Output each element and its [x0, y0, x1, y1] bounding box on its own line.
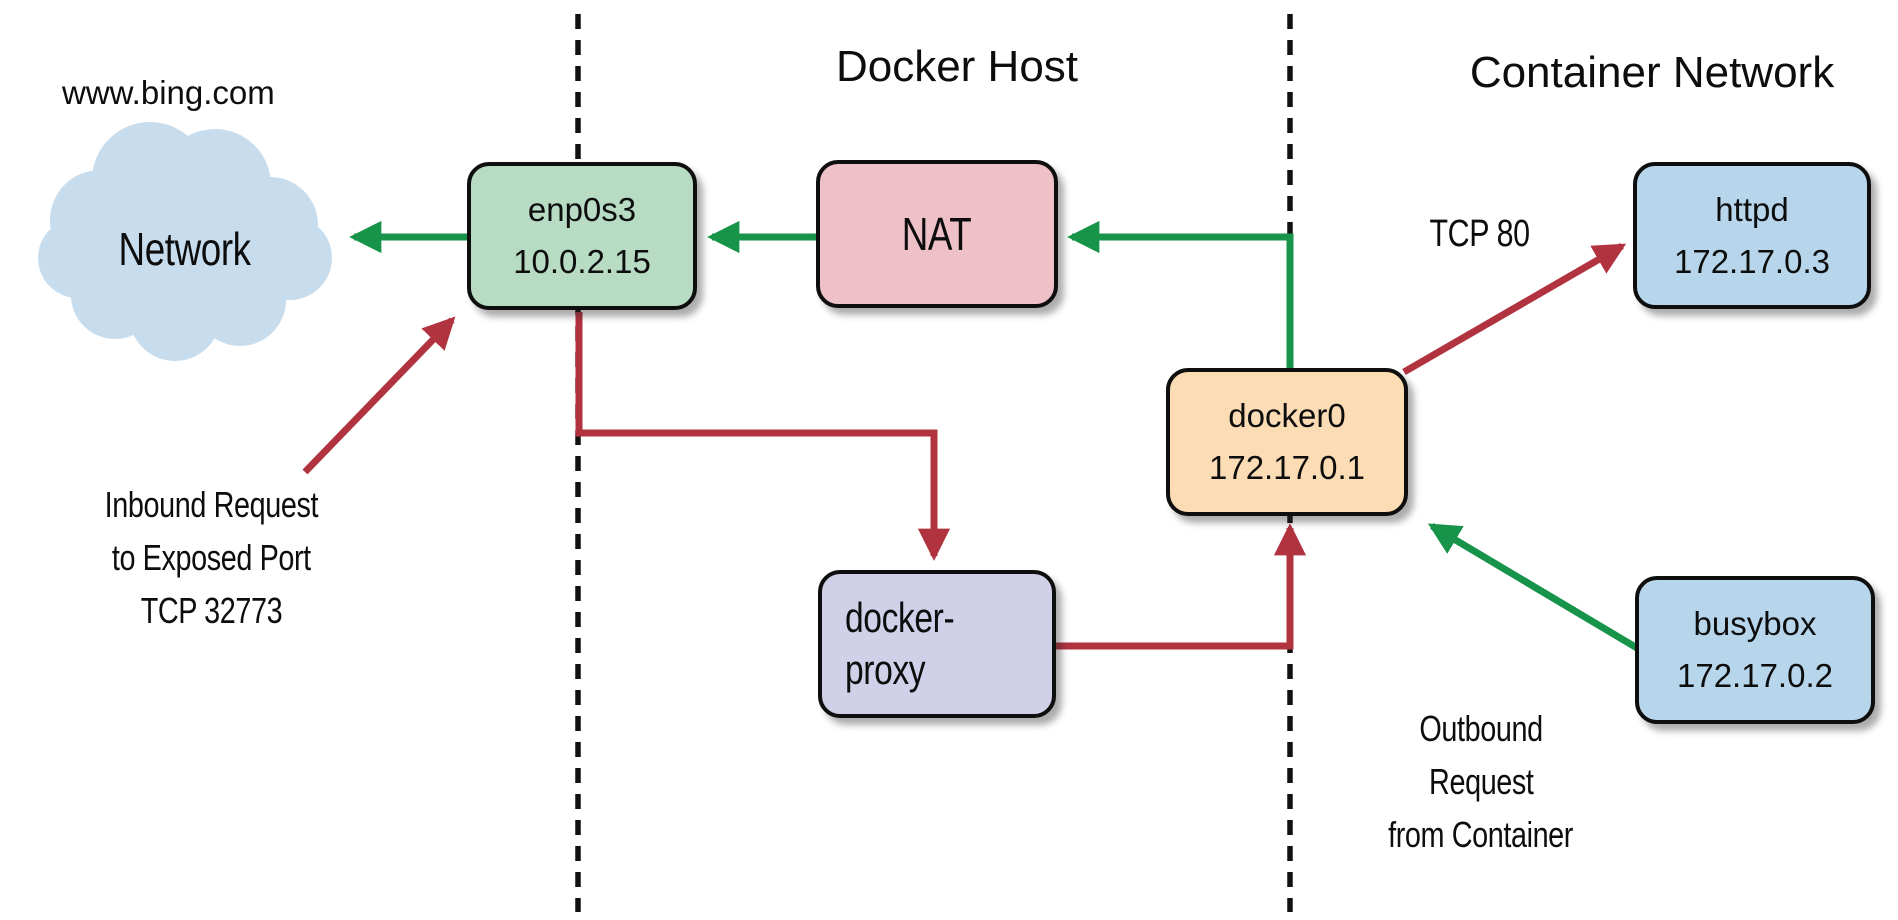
docker-proxy-name: docker-proxy	[845, 594, 955, 693]
node-docker0: docker0 172.17.0.1	[1166, 368, 1408, 516]
docker0-name: docker0	[1228, 397, 1346, 434]
outbound-line-2: Request	[1428, 761, 1534, 802]
outbound-line-3: from Container	[1388, 814, 1574, 855]
network-cloud-label-text: Network	[118, 223, 252, 275]
enp0s3-name: enp0s3	[527, 191, 637, 228]
node-httpd: httpd 172.17.0.3	[1633, 162, 1871, 309]
inbound-request-label: Inbound Request to Exposed Port TCP 3277…	[36, 478, 386, 637]
enp0s3-ip: 10.0.2.15	[513, 243, 651, 280]
red-arrow-docker0-to-httpd	[1402, 242, 1627, 376]
red-arrow-docker-proxy-to-docker0	[1056, 523, 1307, 650]
red-arrow-inbound-to-enp0s3	[302, 316, 456, 475]
red-arrow-enp0s3-to-docker-proxy	[575, 312, 951, 561]
inbound-line-3: TCP 32773	[140, 590, 282, 631]
tcp80-label: TCP 80	[1380, 208, 1580, 261]
external-url-label: www.bing.com	[62, 74, 275, 111]
network-cloud-label: Network	[75, 222, 295, 276]
httpd-name: httpd	[1715, 190, 1789, 228]
green-arrow-docker0-to-nat	[1067, 220, 1294, 370]
node-enp0s3: enp0s3 10.0.2.15	[467, 162, 697, 310]
container-network-title-text: Container Network	[1469, 48, 1835, 97]
node-nat: NAT	[816, 160, 1058, 308]
network-cloud-shape	[38, 122, 332, 361]
docker-host-title-text: Docker Host	[835, 42, 1079, 91]
tcp80-label-text: TCP 80	[1429, 213, 1531, 255]
inbound-line-1: Inbound Request	[104, 484, 318, 525]
node-docker-proxy: docker-proxy	[818, 570, 1056, 718]
docker0-ip: 172.17.0.1	[1209, 449, 1365, 486]
nat-name: NAT	[902, 208, 972, 260]
inbound-line-2: to Exposed Port	[111, 537, 311, 578]
busybox-ip: 172.17.0.2	[1677, 657, 1833, 694]
busybox-name: busybox	[1693, 605, 1817, 642]
outbound-line-1: Outbound	[1419, 708, 1543, 749]
node-busybox: busybox 172.17.0.2	[1635, 576, 1875, 724]
docker-host-title: Docker Host	[757, 42, 1157, 92]
outbound-request-label: Outbound Request from Container	[1331, 702, 1631, 861]
green-arrow-busybox-to-docker0	[1427, 522, 1639, 652]
httpd-ip: 172.17.0.3	[1674, 242, 1830, 280]
container-network-title: Container Network	[1422, 48, 1882, 98]
